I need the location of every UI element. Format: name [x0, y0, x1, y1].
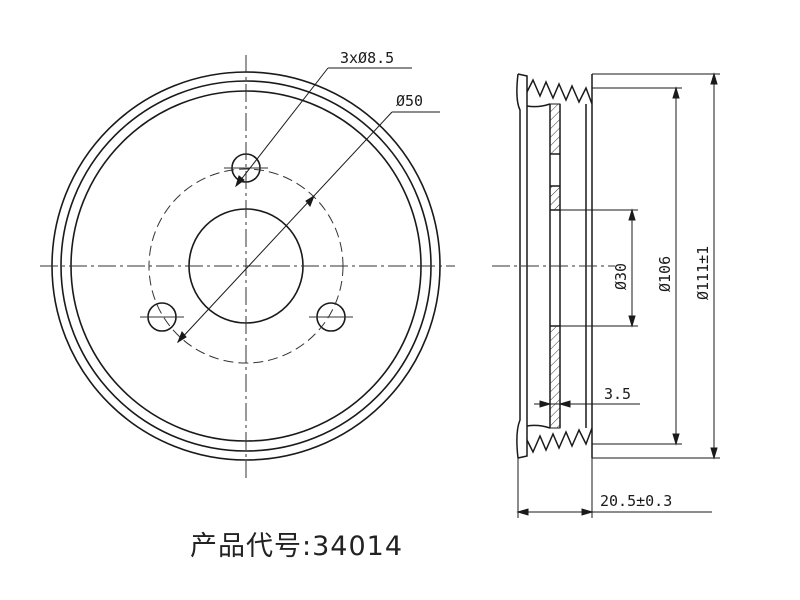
hatch-upper — [549, 103, 561, 155]
bore-arrow-top — [628, 208, 636, 221]
groove-dia-label: Ø106 — [656, 256, 674, 292]
bolt-hole-leader-arrow — [235, 175, 245, 188]
bolt-hole-leader — [235, 67, 329, 187]
hatch-lower — [549, 325, 561, 429]
width-arrow-right — [581, 508, 594, 516]
groove-arrow-top — [672, 86, 680, 99]
product-code-caption: 产品代号:34014 — [190, 524, 403, 563]
pcd-leader-arrow-end — [305, 194, 316, 207]
top-groove-profile — [517, 73, 593, 105]
thickness-label: 3.5 — [604, 385, 631, 403]
thickness-arrow-right — [558, 400, 571, 408]
product-code-value: 34014 — [312, 531, 404, 562]
front-centerlines — [40, 55, 455, 478]
front-leaders — [176, 67, 440, 344]
lower-transition — [526, 424, 551, 429]
side-dimensions — [516, 72, 720, 518]
width-arrow-left — [516, 508, 529, 516]
width-label: 20.5±0.3 — [600, 492, 672, 510]
outer-arrow-top — [710, 72, 718, 85]
upper-transition — [526, 103, 551, 108]
product-code-label: 产品代号: — [190, 531, 313, 562]
pcd-label: Ø50 — [396, 92, 423, 110]
bore-label: Ø30 — [612, 263, 630, 290]
pcd-leader-arrow-start — [176, 331, 187, 344]
thickness-arrow-left — [539, 400, 552, 408]
hatch-mid — [549, 185, 561, 211]
pitch-circle — [148, 168, 344, 364]
shell-outer-left — [516, 73, 521, 459]
outer-arrow-bottom — [710, 447, 718, 460]
groove-arrow-bottom — [672, 433, 680, 446]
side-hatching — [549, 103, 561, 429]
pcd-leader — [177, 111, 393, 343]
bolt-holes-label: 3xØ8.5 — [340, 49, 394, 67]
bottom-groove-profile — [517, 427, 593, 459]
outer-dia-label: Ø111±1 — [694, 246, 712, 300]
bore-arrow-bottom — [628, 315, 636, 328]
